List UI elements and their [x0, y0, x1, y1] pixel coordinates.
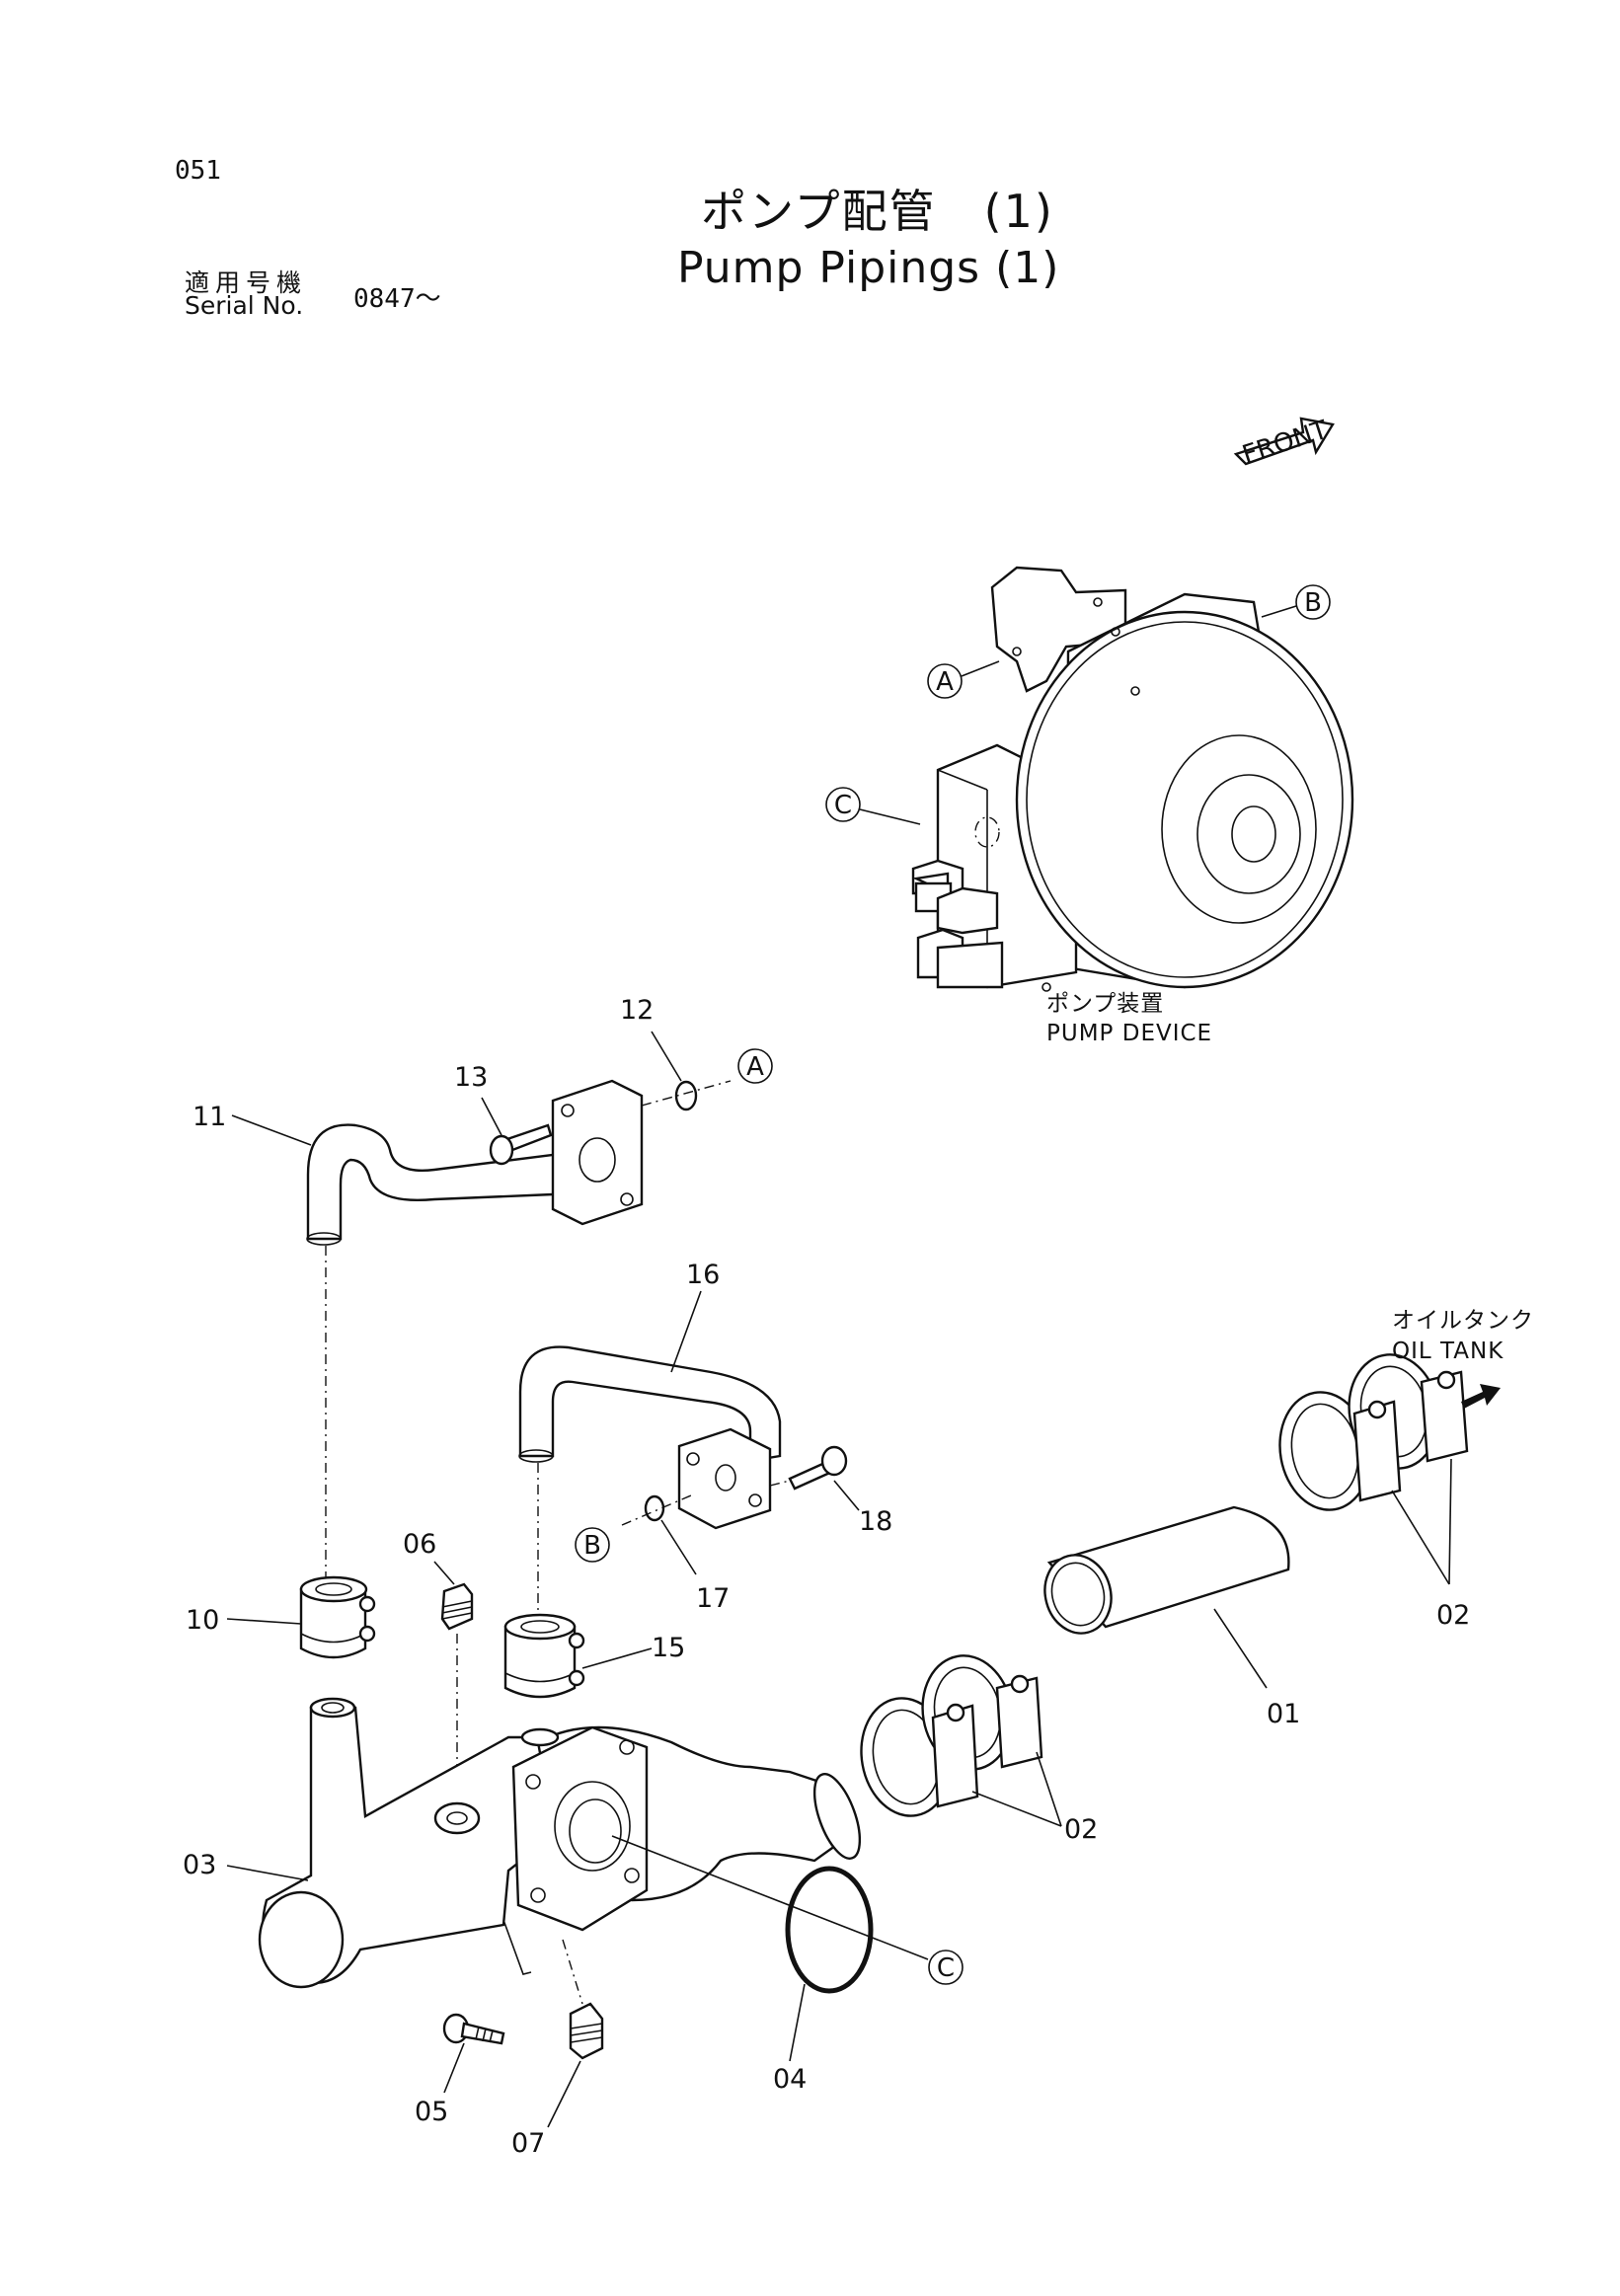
leader-05 — [443, 2042, 465, 2094]
plug-06 — [440, 1582, 474, 1631]
hose-01 — [1043, 1505, 1290, 1635]
callout-02-upper: 02 — [1436, 1600, 1470, 1631]
pump-device-label-jp: ポンプ装置 — [1046, 991, 1164, 1017]
ref-c-upper: C — [825, 787, 921, 825]
pump-device-label-en: PUMP DEVICE — [1046, 1021, 1212, 1046]
front-marker-text: FRONT — [1239, 416, 1332, 471]
bolt-13 — [489, 1123, 553, 1166]
leader-11 — [231, 1114, 312, 1146]
leader-12 — [651, 1031, 682, 1082]
pipe-11 — [306, 1079, 644, 1246]
axis-12 — [641, 1080, 732, 1107]
ref-c-upper-label: C — [834, 791, 852, 820]
leader-17 — [660, 1519, 697, 1575]
page-number: 051 — [175, 156, 221, 186]
bolt-18 — [788, 1445, 848, 1491]
ref-a-lower-label: A — [746, 1052, 764, 1082]
adapter-10 — [299, 1575, 376, 1659]
ref-b-upper-label: B — [1304, 588, 1322, 618]
leader-15 — [581, 1647, 653, 1669]
axis-07 — [562, 1939, 583, 2005]
ref-b-lower-label: B — [583, 1531, 601, 1561]
ref-a-upper-label: A — [936, 667, 954, 697]
callout-03: 03 — [183, 1850, 216, 1880]
oring-04 — [785, 1866, 874, 1994]
callout-07: 07 — [511, 2128, 545, 2159]
leader-06 — [433, 1561, 455, 1585]
axis-18 — [769, 1480, 791, 1487]
axis-04 — [611, 1835, 929, 1960]
leader-18 — [833, 1480, 860, 1511]
leader-02-upper-a — [1391, 1490, 1450, 1585]
oil-tank-label-en: OIL TANK — [1392, 1339, 1504, 1364]
axis-17 — [621, 1494, 692, 1526]
oring-17 — [644, 1494, 665, 1522]
oring-12 — [674, 1080, 698, 1111]
callout-11: 11 — [193, 1102, 226, 1132]
callout-17: 17 — [696, 1583, 730, 1614]
callout-12: 12 — [620, 995, 654, 1026]
serial-label-en: Serial No. — [185, 291, 304, 320]
oil-tank-label-jp: オイルタンク — [1392, 1308, 1534, 1334]
ref-a-lower: A — [737, 1048, 773, 1084]
oil-tank-arrow-icon — [1461, 1384, 1501, 1409]
plug-07 — [569, 2002, 604, 2060]
ref-a-upper: A — [927, 660, 1000, 699]
page-title-en: Pump Pipings (1) — [677, 243, 1060, 293]
callout-02-lower: 02 — [1064, 1814, 1098, 1845]
bolt-05 — [442, 2013, 505, 2045]
ref-c-lower-label: C — [937, 1953, 955, 1983]
callout-05: 05 — [415, 2097, 448, 2127]
ref-c-lower: C — [928, 1950, 964, 1985]
page-title-jp: ポンプ配管 (1) — [701, 185, 1054, 238]
leader-04 — [789, 1983, 806, 2062]
callout-04: 04 — [773, 2064, 807, 2095]
serial-value: 0847～ — [353, 284, 441, 314]
callout-13: 13 — [454, 1062, 488, 1093]
leader-03 — [226, 1865, 309, 1881]
pipe-16 — [518, 1345, 782, 1530]
leader-01 — [1213, 1608, 1268, 1689]
callout-15: 15 — [652, 1633, 685, 1663]
leader-10 — [226, 1618, 302, 1625]
callout-06: 06 — [403, 1529, 436, 1560]
callout-10: 10 — [186, 1605, 219, 1636]
ref-b-lower: B — [575, 1527, 610, 1563]
leader-07 — [547, 2060, 581, 2128]
callout-18: 18 — [859, 1506, 892, 1537]
pump-device-drawing — [911, 566, 1354, 992]
leader-02-lower-a — [971, 1791, 1062, 1827]
callout-01: 01 — [1267, 1699, 1300, 1729]
clamp-02-upper — [1278, 1353, 1469, 1511]
adapter-15 — [503, 1613, 585, 1699]
leader-13 — [481, 1097, 502, 1136]
leader-16 — [670, 1290, 702, 1373]
clamp-02-lower — [860, 1654, 1043, 1817]
leader-02-upper-b — [1448, 1458, 1452, 1585]
ref-b-upper: B — [1261, 584, 1331, 620]
serial-label-jp: 適用号機 — [185, 268, 308, 297]
manifold-03 — [258, 1697, 862, 1989]
front-arrow-icon: FRONT — [1233, 416, 1335, 471]
leader-02-lower-b — [1036, 1751, 1062, 1827]
callout-16: 16 — [686, 1260, 720, 1290]
